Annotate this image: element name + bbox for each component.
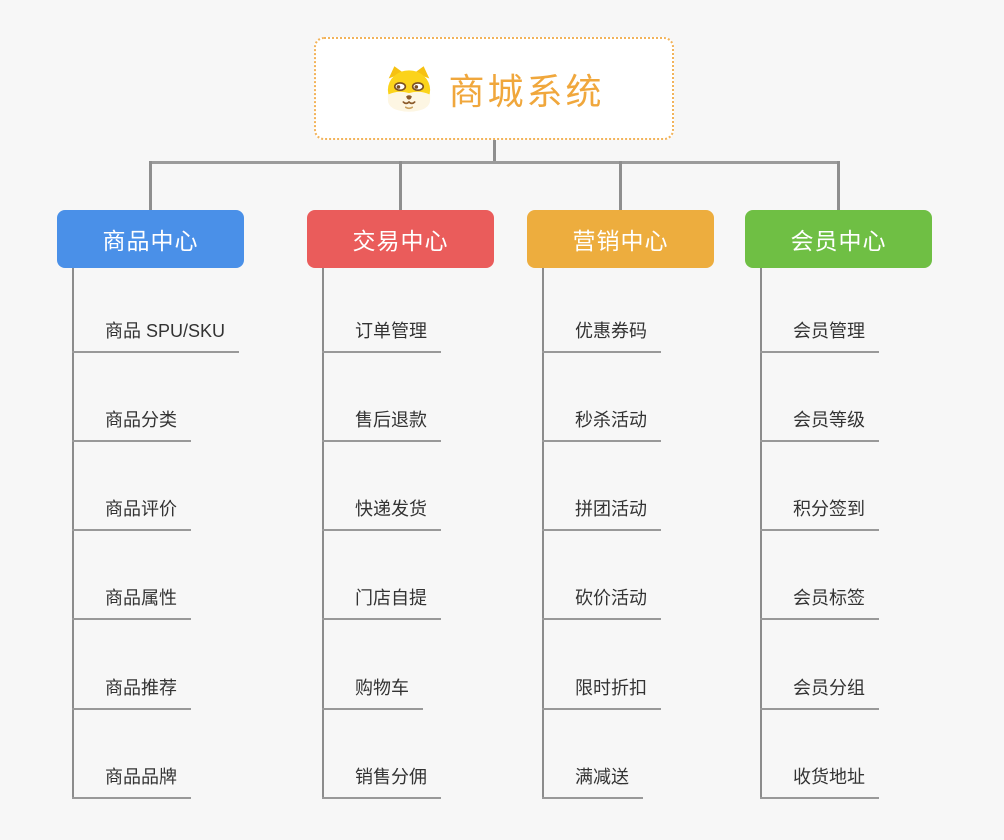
connector-drop xyxy=(149,161,152,210)
connector-drop xyxy=(619,161,622,210)
leaf-topic[interactable]: 购物车 xyxy=(322,674,423,710)
leaf-topic[interactable]: 优惠券码 xyxy=(542,317,661,353)
branch-column: 交易中心 订单管理售后退款快递发货门店自提购物车销售分佣 xyxy=(307,210,494,810)
connector-drop xyxy=(837,161,840,210)
branch-topic[interactable]: 商品中心 xyxy=(57,210,244,268)
leaf-topic[interactable]: 会员管理 xyxy=(760,317,879,353)
leaf-topic[interactable]: 售后退款 xyxy=(322,406,441,442)
connector-root-stem xyxy=(493,140,496,164)
root-topic[interactable]: 商城系统 xyxy=(314,37,674,140)
dog-face-icon xyxy=(383,65,435,113)
leaf-topic[interactable]: 收货地址 xyxy=(760,763,879,799)
leaf-topic[interactable]: 商品推荐 xyxy=(72,674,191,710)
connector-trunk xyxy=(322,268,324,799)
leaf-topic[interactable]: 秒杀活动 xyxy=(542,406,661,442)
leaf-topic[interactable]: 商品 SPU/SKU xyxy=(72,317,240,353)
leaf-topic[interactable]: 会员等级 xyxy=(760,406,879,442)
connector-bus xyxy=(150,161,840,164)
leaf-topic[interactable]: 门店自提 xyxy=(322,584,441,620)
leaf-topic[interactable]: 限时折扣 xyxy=(542,674,661,710)
leaf-topic[interactable]: 会员分组 xyxy=(760,674,879,710)
leaf-topic[interactable]: 商品评价 xyxy=(72,495,191,531)
connector-drop xyxy=(399,161,402,210)
root-topic-label: 商城系统 xyxy=(448,70,605,112)
leaf-topic[interactable]: 销售分佣 xyxy=(322,763,441,799)
leaf-topic[interactable]: 快递发货 xyxy=(322,495,441,531)
branch-topic[interactable]: 营销中心 xyxy=(527,210,714,268)
leaf-topic[interactable]: 商品分类 xyxy=(72,406,191,442)
leaf-topic[interactable]: 拼团活动 xyxy=(542,495,661,531)
connector-trunk xyxy=(72,268,74,799)
leaf-topic[interactable]: 积分签到 xyxy=(760,495,879,531)
connector-trunk xyxy=(542,268,544,799)
leaf-topic[interactable]: 满减送 xyxy=(542,763,643,799)
branch-column: 会员中心 会员管理会员等级积分签到会员标签会员分组收货地址 xyxy=(745,210,932,810)
branch-topic[interactable]: 交易中心 xyxy=(307,210,494,268)
branch-column: 营销中心 优惠券码秒杀活动拼团活动砍价活动限时折扣满减送 xyxy=(527,210,714,810)
leaf-topic[interactable]: 砍价活动 xyxy=(542,584,661,620)
connector-trunk xyxy=(760,268,762,799)
branch-topic[interactable]: 会员中心 xyxy=(745,210,932,268)
leaf-topic[interactable]: 会员标签 xyxy=(760,584,879,620)
leaf-topic[interactable]: 商品品牌 xyxy=(72,763,191,799)
leaf-topic[interactable]: 商品属性 xyxy=(72,584,191,620)
branch-column: 商品中心 商品 SPU/SKU 商品分类商品评价商品属性商品推荐商品品牌 xyxy=(57,210,244,810)
leaf-topic[interactable]: 订单管理 xyxy=(322,317,441,353)
